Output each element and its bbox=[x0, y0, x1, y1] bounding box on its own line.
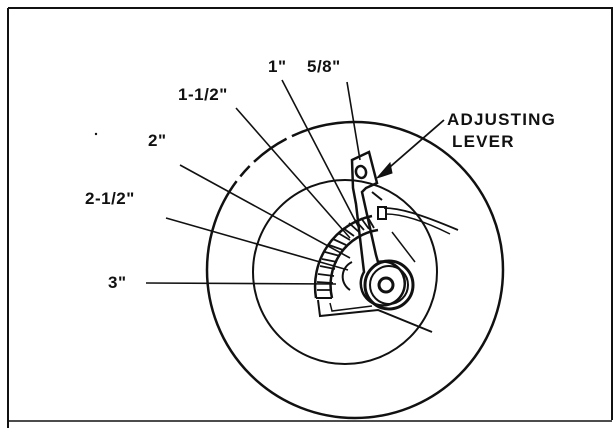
label-adjusting: ADJUSTING bbox=[447, 110, 556, 129]
body-line-right bbox=[391, 231, 416, 263]
label-2-1-2in: 2-1/2" bbox=[85, 189, 135, 208]
lever-tab bbox=[377, 206, 387, 220]
leader-lines bbox=[145, 79, 361, 285]
label-3in: 3" bbox=[108, 273, 127, 292]
label-1in: 1" bbox=[268, 57, 287, 76]
leader-2in bbox=[179, 164, 351, 259]
pivot-bolt bbox=[377, 276, 395, 294]
hub-arc bbox=[341, 261, 353, 291]
adjusting-lever-arrowhead bbox=[375, 161, 393, 180]
label-5-8in: 5/8" bbox=[307, 57, 341, 76]
adjusting-lever-arrow bbox=[382, 119, 445, 174]
spring-wire-2 bbox=[385, 213, 451, 235]
leader-2-1-2in bbox=[165, 217, 349, 271]
scan-speck bbox=[94, 132, 98, 136]
inner-circle bbox=[252, 179, 438, 365]
label-lever: LEVER bbox=[452, 132, 515, 151]
spring-wire bbox=[383, 207, 459, 231]
base-bracket bbox=[317, 299, 433, 333]
lever-top-hole bbox=[354, 164, 368, 180]
base-bracket-inner bbox=[329, 302, 373, 312]
leader-3in bbox=[145, 282, 337, 285]
label-1-1-2in: 1-1/2" bbox=[178, 85, 228, 104]
diagram-frame bbox=[7, 7, 613, 428]
outer-housing-circle bbox=[205, 120, 505, 420]
label-2in: 2" bbox=[148, 131, 167, 150]
pivot-hub-outer bbox=[363, 259, 415, 311]
leader-5-8in bbox=[346, 81, 361, 161]
leader-1-1-2in bbox=[235, 107, 351, 239]
leader-1in bbox=[281, 79, 360, 229]
pivot-hub-ring bbox=[369, 265, 409, 305]
